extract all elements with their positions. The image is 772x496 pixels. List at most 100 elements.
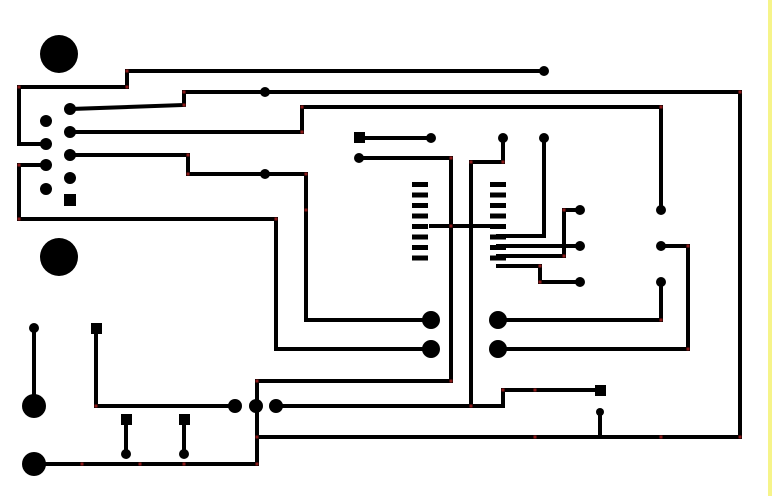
- connector-pin: [40, 115, 52, 127]
- trace: [68, 153, 433, 322]
- bend-marker: [501, 388, 505, 392]
- via: [539, 133, 549, 143]
- bend-marker: [659, 318, 663, 322]
- via: [29, 323, 39, 333]
- trace: [496, 136, 546, 238]
- ic-pin: [490, 224, 506, 229]
- trace: [469, 388, 602, 408]
- trace: [496, 244, 690, 351]
- large-pad: [22, 394, 46, 418]
- trace: [496, 264, 582, 284]
- pad: [269, 399, 283, 413]
- ic-pin: [412, 203, 428, 208]
- via: [498, 133, 508, 143]
- bend-marker: [17, 217, 21, 221]
- bend-marker: [304, 172, 308, 176]
- ic-pin: [490, 203, 506, 208]
- connector-pin: [40, 159, 52, 171]
- bend-marker: [274, 217, 278, 221]
- bend-marker: [182, 103, 186, 107]
- bend-marker: [186, 172, 190, 176]
- bend-marker: [255, 379, 259, 383]
- bend-marker: [538, 264, 542, 268]
- bend-marker: [138, 462, 142, 466]
- bend-marker: [738, 90, 742, 94]
- board-edge-strip: [768, 0, 772, 496]
- bend-marker: [562, 254, 566, 258]
- bend-marker: [562, 208, 566, 212]
- bend-marker: [538, 280, 542, 284]
- via: [354, 153, 364, 163]
- via: [656, 205, 666, 215]
- large-pad: [22, 452, 46, 476]
- bend-marker: [125, 85, 129, 89]
- bend-marker: [686, 244, 690, 248]
- large-pad: [422, 340, 440, 358]
- connector-pin-square: [64, 194, 76, 206]
- bend-marker: [255, 462, 259, 466]
- large-pad: [422, 311, 440, 329]
- ic-pin: [490, 182, 506, 187]
- pad: [228, 399, 242, 413]
- ic-pin: [490, 245, 506, 250]
- connector-pin: [40, 138, 52, 150]
- bend-marker: [533, 388, 537, 392]
- bend-marker: [304, 208, 308, 212]
- via: [656, 241, 666, 251]
- via: [179, 449, 189, 459]
- pads: [22, 35, 666, 476]
- connector-pin: [64, 149, 76, 161]
- bend-marker: [449, 379, 453, 383]
- bend-marker: [686, 347, 690, 351]
- via: [596, 408, 604, 416]
- via: [575, 241, 585, 251]
- bend-marker: [186, 153, 190, 157]
- via: [260, 87, 270, 97]
- bend-marker: [94, 404, 98, 408]
- via: [260, 169, 270, 179]
- bend-marker: [449, 224, 453, 228]
- via: [575, 205, 585, 215]
- traces: [17, 69, 742, 466]
- pad-square: [91, 323, 102, 334]
- bend-marker: [17, 85, 21, 89]
- bend-marker: [125, 69, 129, 73]
- ic-pin: [412, 255, 428, 261]
- bend-marker: [17, 163, 21, 167]
- ic-pin: [490, 255, 506, 261]
- ic-pin: [412, 234, 428, 240]
- large-pad: [489, 311, 507, 329]
- bend-marker: [469, 160, 473, 164]
- pad-square: [354, 132, 365, 143]
- via: [656, 277, 666, 287]
- bend-marker: [501, 160, 505, 164]
- bend-marker: [659, 435, 663, 439]
- trace: [496, 208, 582, 258]
- connector-pin: [64, 172, 76, 184]
- bend-marker: [738, 435, 742, 439]
- bend-markers: [17, 69, 742, 466]
- bend-marker: [469, 404, 473, 408]
- pad-square: [121, 414, 132, 425]
- mounting-hole: [40, 35, 78, 73]
- bend-marker: [300, 130, 304, 134]
- bend-marker: [182, 462, 186, 466]
- ic-pin: [490, 234, 506, 240]
- bend-marker: [533, 435, 537, 439]
- large-pad: [489, 340, 507, 358]
- connector-pin: [64, 103, 76, 115]
- pad-square: [179, 414, 190, 425]
- via: [121, 449, 131, 459]
- via: [575, 277, 585, 287]
- pad-square: [595, 385, 606, 396]
- ic-pin: [490, 213, 506, 219]
- trace: [17, 163, 433, 351]
- bend-marker: [255, 435, 259, 439]
- trace: [17, 69, 546, 146]
- ic-pin: [490, 192, 506, 198]
- ic-pin: [412, 213, 428, 219]
- mounting-hole: [40, 238, 78, 276]
- bend-marker: [659, 105, 663, 109]
